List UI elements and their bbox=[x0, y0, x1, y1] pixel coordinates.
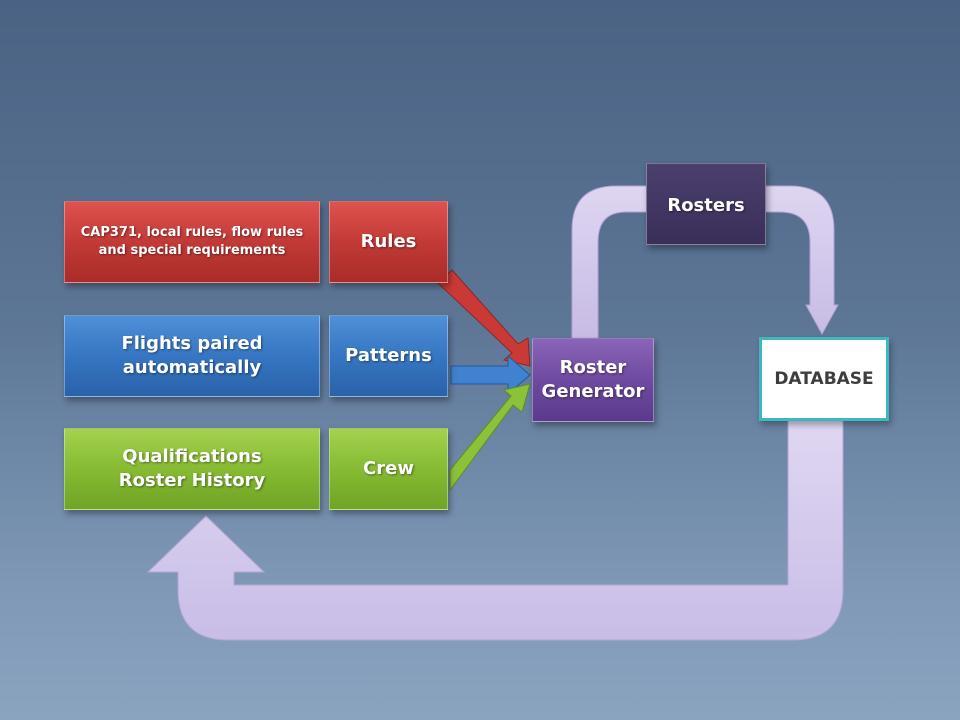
crew-label: Crew bbox=[363, 458, 414, 479]
rules-source-label: CAP371, local rules, flow rules and spec… bbox=[80, 225, 304, 258]
patterns-source-box: Flights paired automatically bbox=[64, 315, 320, 397]
rosters-box: Rosters bbox=[646, 163, 766, 245]
return-loop-arrow bbox=[146, 419, 844, 641]
roster-generator-label: Roster Generator bbox=[541, 356, 645, 402]
roster-generator-box: Roster Generator bbox=[532, 338, 654, 422]
crew-source-label: Qualifications Roster History bbox=[118, 445, 266, 491]
rosters-label: Rosters bbox=[667, 195, 745, 216]
rosters-loop-arrow bbox=[571, 185, 839, 339]
rules-label: Rules bbox=[360, 230, 417, 252]
crew-source-box: Qualifications Roster History bbox=[64, 428, 320, 510]
database-box: DATABASE bbox=[759, 337, 889, 421]
crew-box: Crew bbox=[329, 428, 448, 510]
rules-source-box: CAP371, local rules, flow rules and spec… bbox=[64, 201, 320, 283]
database-label: DATABASE bbox=[774, 368, 874, 389]
patterns-source-label: Flights paired automatically bbox=[121, 332, 263, 378]
rules-box: Rules bbox=[329, 201, 448, 283]
patterns-box: Patterns bbox=[329, 315, 448, 397]
patterns-to-generator-arrow bbox=[450, 354, 531, 396]
rules-to-generator-arrow bbox=[437, 269, 531, 367]
crew-to-generator-arrow bbox=[449, 383, 531, 492]
patterns-label: Patterns bbox=[345, 345, 432, 366]
